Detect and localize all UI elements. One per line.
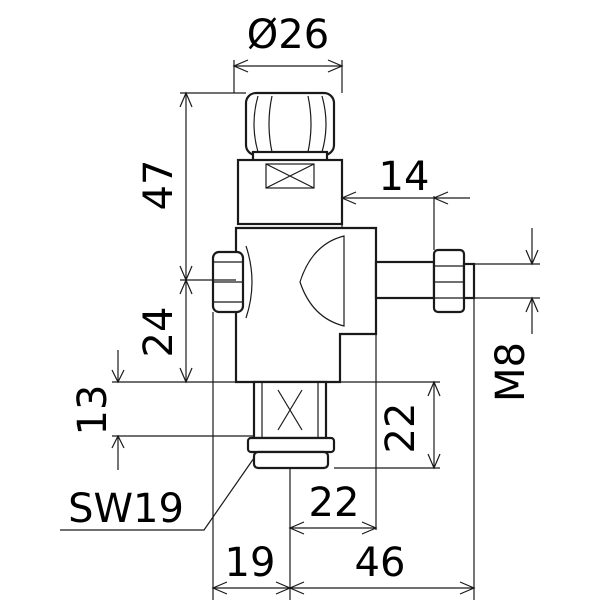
clamp-part xyxy=(211,91,476,470)
dim-height-47-label: 47 xyxy=(136,160,182,211)
dimension-lines xyxy=(60,59,540,600)
dim-width-22-label: 22 xyxy=(309,480,360,526)
upper-body xyxy=(236,158,344,226)
dim-width-46-label: 46 xyxy=(355,540,406,586)
dimension-labels: Ø26 47 24 13 14 M8 22 22 19 46 SW19 xyxy=(68,12,534,586)
wrench-size-label: SW19 xyxy=(68,486,184,532)
dim-width-14-label: 14 xyxy=(379,154,430,200)
dim-width-19-label: 19 xyxy=(225,540,276,586)
top-cap xyxy=(244,91,336,164)
dim-diameter-label: Ø26 xyxy=(247,12,329,58)
dim-height-13-label: 13 xyxy=(70,385,116,436)
left-nut xyxy=(211,250,245,314)
dim-thread-label: M8 xyxy=(488,342,534,402)
bottom-stem xyxy=(246,380,336,470)
dim-height-24-label: 24 xyxy=(136,307,182,358)
main-body xyxy=(234,226,378,384)
dim-height-22-label: 22 xyxy=(378,403,424,454)
side-bolt xyxy=(374,248,476,314)
